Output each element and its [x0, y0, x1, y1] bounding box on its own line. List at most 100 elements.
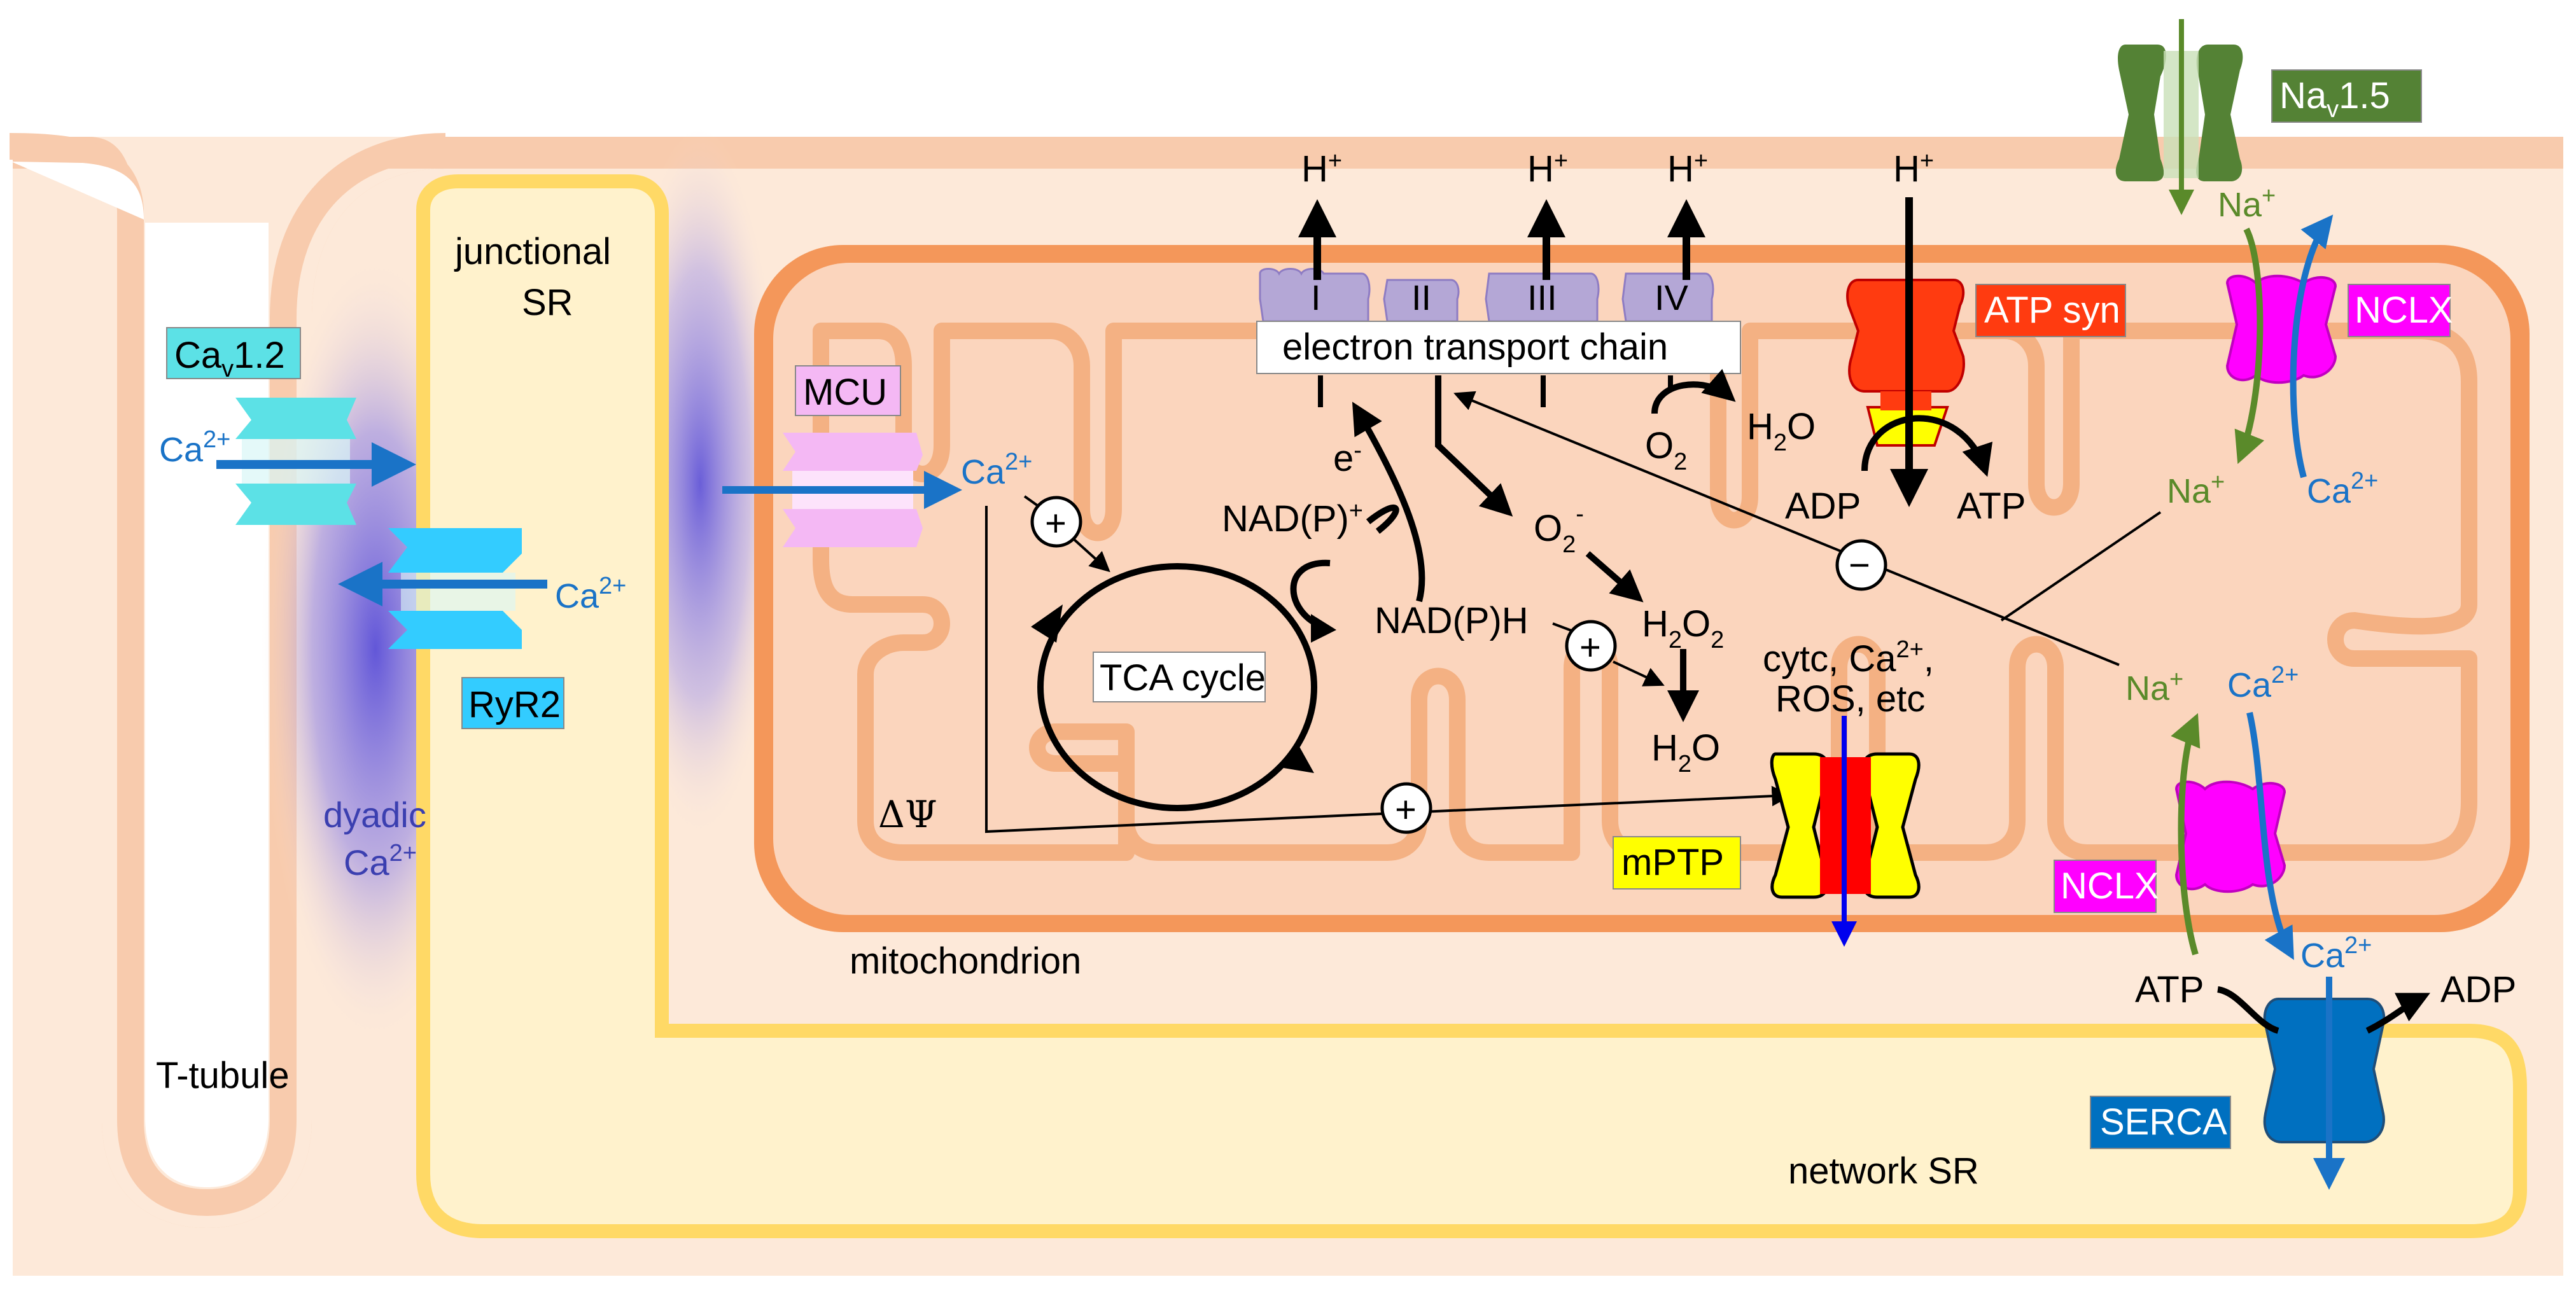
h-label-4: H+: [1667, 148, 1708, 190]
serca-atp-arrow: [2216, 989, 2425, 1034]
delta-psi-label: ΔΨ: [878, 793, 937, 836]
plus-to-tca-arrow: [1073, 538, 1110, 573]
etc-to-superoxide-arrow: [1435, 375, 1513, 517]
na-inhibition-line: [2000, 511, 2162, 622]
tca-arrowhead-1: [1031, 604, 1063, 643]
plus-circle-tca: +: [1030, 496, 1082, 548]
tca-label-box: [1093, 652, 1266, 702]
nclx-bottom-na-arrow: [2171, 713, 2201, 956]
nadph-to-etc-arrow: [1352, 401, 1425, 603]
ryr2-label-box: [461, 677, 564, 729]
svg-text:+: +: [1579, 627, 1601, 668]
ca-to-mptp-line: [985, 506, 1793, 834]
h-label-3: H+: [1527, 148, 1568, 190]
atp-mito-label: ATP: [1957, 485, 2026, 527]
o2-to-h2o-arrow: [1651, 368, 1736, 414]
nclx-top-label-box: [2348, 284, 2451, 337]
o2-label: O2: [1645, 425, 1687, 475]
inhibition-line-to-etc: [1453, 391, 2120, 666]
nclx-bottom-na-label: Na+: [2125, 666, 2183, 708]
t-tubule-label: T-tubule: [156, 1055, 290, 1096]
nclx-bottom-ca-arrow: [2246, 711, 2294, 960]
nclx-top-ca-arrow: [2290, 214, 2334, 478]
nadp-loop-arrow: [1366, 505, 1399, 534]
plus-circle-h2o2: +: [1565, 620, 1617, 672]
serca-pump: [2263, 998, 2386, 1143]
h-label-1: H+: [1301, 148, 1342, 190]
svg-text:+: +: [1395, 789, 1417, 830]
tca-label: TCA cycle: [1100, 657, 1266, 699]
svg-text:II: II: [1411, 277, 1431, 318]
h2o-lower-label: H2O: [1651, 727, 1720, 778]
tca-cycle-ring: [1037, 563, 1317, 811]
mptp-label: mPTP: [1621, 842, 1724, 883]
nclx-top-na-arrow: [2234, 227, 2265, 464]
atp-syn-label: ATP syn: [1984, 290, 2120, 331]
nav15-label-box: [2271, 69, 2422, 123]
complex-iii: III: [1485, 272, 1600, 323]
etc-label: electron transport chain: [1282, 326, 1668, 368]
dyadic-ca-label: Ca2+: [344, 840, 417, 883]
superoxide-to-h2o2-arrow: [1585, 551, 1644, 603]
nclx-bottom-ca-label: Ca2+: [2227, 662, 2299, 704]
nclx-top: [2225, 274, 2337, 384]
e-minus-label: e-: [1333, 437, 1362, 479]
plus-circle-mptp: +: [1380, 782, 1432, 834]
complex-iv: IV: [1621, 272, 1714, 323]
complex-ii: II: [1383, 277, 1460, 323]
adp-mito-label: ADP: [1785, 485, 1861, 527]
network-sr-label: network SR: [1788, 1150, 1979, 1192]
serca-atp-label: ATP: [2135, 969, 2204, 1010]
h2o-upper-label: H2O: [1747, 406, 1816, 456]
serca-label-box: [2090, 1096, 2231, 1149]
minus-circle: −: [1835, 539, 1887, 591]
nadph-label: NAD(P)H: [1375, 600, 1529, 641]
cytc-label: cytc, Ca2+,: [1763, 636, 1934, 680]
ryr2-label: RyR2: [468, 684, 561, 725]
tca-arrowhead-2: [1276, 744, 1314, 773]
mcu-ca-label: Ca2+: [961, 449, 1032, 491]
junctional-sr-label-1: junctional: [454, 231, 611, 272]
junctional-sr-label-2: SR: [522, 282, 573, 323]
svg-text:I: I: [1311, 277, 1321, 318]
dyadic-label: dyadic: [323, 795, 426, 835]
nav15-na-label: Na+: [2218, 183, 2276, 224]
nclx-bottom-label: NCLX: [2061, 865, 2159, 907]
plus-to-h2o-arrow: [1613, 660, 1665, 687]
svg-text:III: III: [1527, 277, 1557, 318]
h-label-atp: H+: [1893, 148, 1934, 190]
nclx-top-label: NCLX: [2355, 290, 2453, 331]
etc-box: [1256, 321, 1741, 374]
adp-to-atp-arrow: [1861, 415, 1993, 477]
svg-text:IV: IV: [1655, 277, 1689, 318]
cav12-label: Cav1.2: [174, 335, 285, 382]
cav12-label-box: [166, 327, 301, 379]
atp-syn-label-box: [1975, 284, 2126, 337]
nclx-bottom-label-box: [2054, 860, 2157, 913]
nav15-label: Nav1.5: [2279, 75, 2390, 123]
ryr2-ca-label: Ca2+: [555, 573, 626, 615]
nclx-top-ca-label: Ca2+: [2307, 468, 2378, 510]
mcu-label: MCU: [803, 372, 887, 413]
nadp-reduction-arrow: [1290, 559, 1331, 630]
serca-ca-label: Ca2+: [2300, 932, 2372, 975]
mcu-label-box: [795, 365, 901, 416]
nadp-plus-label: NAD(P)+: [1222, 498, 1363, 540]
h2o2-label: H2O2: [1642, 603, 1724, 653]
ryr2-channel: [388, 528, 522, 649]
serca-label: SERCA: [2100, 1101, 2227, 1143]
ros-label: ROS, etc: [1775, 678, 1925, 720]
svg-text:+: +: [1045, 503, 1067, 544]
mitochondrion-label: mitochondrion: [850, 940, 1081, 982]
nadp-arrowhead: [1311, 614, 1336, 643]
nclx-top-na-label: Na+: [2167, 469, 2225, 510]
complex-i: I: [1259, 268, 1371, 323]
t-tubule-white-area: [13, 162, 144, 220]
nclx-bottom: [2174, 780, 2286, 893]
svg-text:−: −: [1849, 545, 1870, 586]
mptp-label-box: [1613, 836, 1741, 890]
serca-adp-label: ADP: [2440, 969, 2516, 1010]
superoxide-label: O2-: [1534, 501, 1584, 558]
cav12-ca-label: Ca2+: [159, 426, 230, 469]
